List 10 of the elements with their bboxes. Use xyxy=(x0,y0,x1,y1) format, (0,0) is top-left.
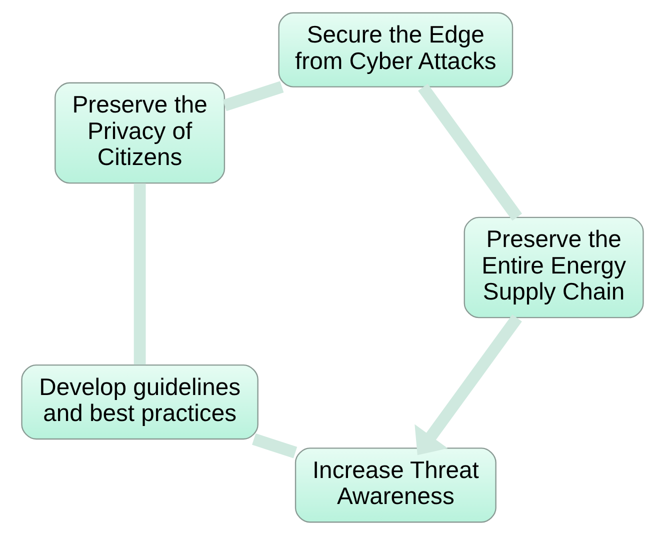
node-box: Preserve the Entire Energy Supply Chain xyxy=(463,216,644,318)
node-box: Preserve the Privacy of Citizens xyxy=(54,82,225,184)
arrow xyxy=(414,314,522,456)
connector xyxy=(252,433,297,458)
connector xyxy=(133,183,146,365)
node-box: Secure the Edge from Cyber Attacks xyxy=(278,12,513,88)
connector xyxy=(418,84,522,221)
node-box: Develop guidelines and best practices xyxy=(20,364,258,440)
connector xyxy=(222,81,284,112)
node-box: Increase Threat Awareness xyxy=(294,448,496,523)
